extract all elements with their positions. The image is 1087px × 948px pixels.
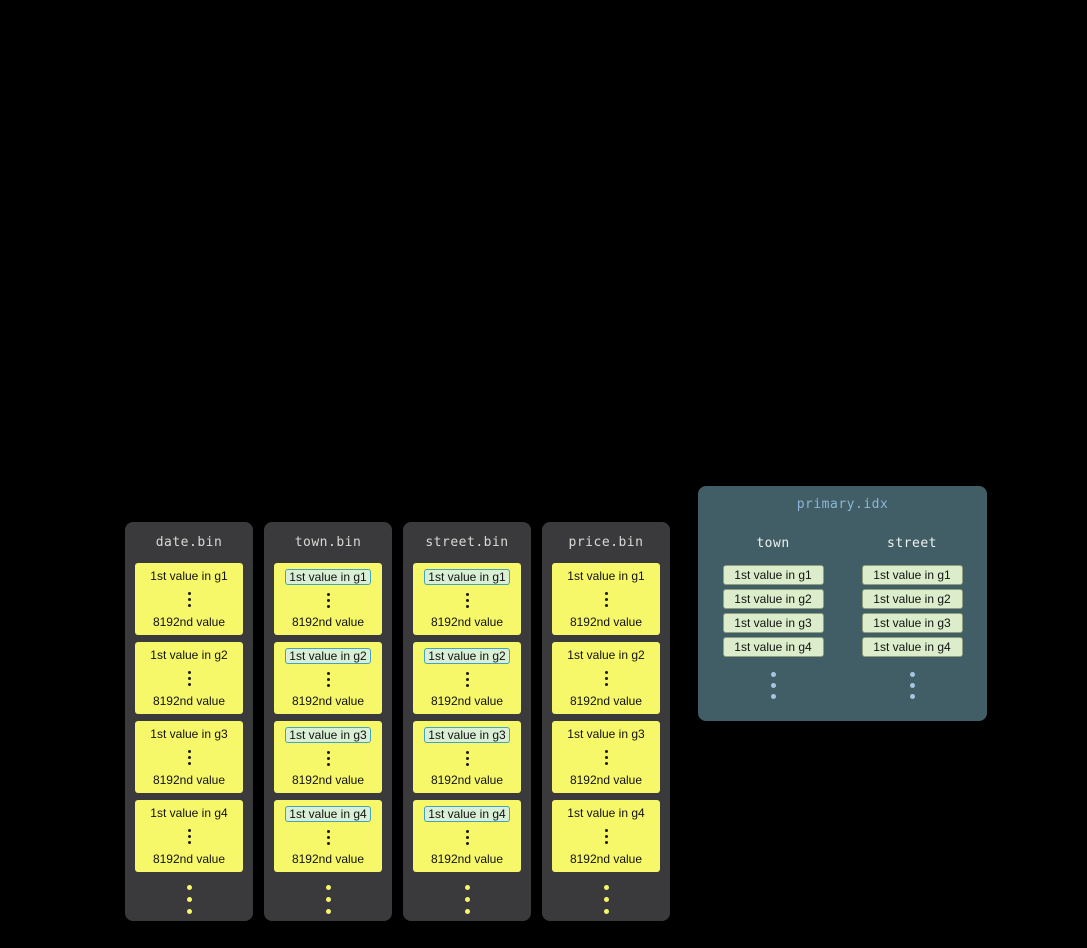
granule-block: 1st value in g1 8192nd value xyxy=(135,563,243,635)
granule-block: 1st value in g2 8192nd value xyxy=(413,642,521,714)
granule-first-value-highlighted: 1st value in g4 xyxy=(424,806,510,822)
index-column-street: street 1st value in g1 1st value in g2 1… xyxy=(861,535,963,699)
granule-ellipsis-icon xyxy=(604,828,608,844)
granule-block: 1st value in g3 8192nd value xyxy=(552,721,660,793)
granule-block: 1st value in g1 8192nd value xyxy=(552,563,660,635)
index-column-town: town 1st value in g1 1st value in g2 1st… xyxy=(722,535,824,699)
granule-first-value-highlighted: 1st value in g2 xyxy=(424,648,510,664)
granule-first-value-highlighted: 1st value in g3 xyxy=(424,727,510,743)
index-ellipsis-icon xyxy=(770,672,776,699)
granule-last-value: 8192nd value xyxy=(152,773,226,787)
granule-block: 1st value in g1 8192nd value xyxy=(413,563,521,635)
index-entry: 1st value in g4 xyxy=(722,637,824,657)
granule-ellipsis-icon xyxy=(604,749,608,765)
granule-last-value: 8192nd value xyxy=(291,852,365,866)
primary-index-title: primary.idx xyxy=(796,497,889,512)
granule-last-value: 8192nd value xyxy=(152,694,226,708)
granule-ellipsis-icon xyxy=(326,671,330,687)
index-columns: town 1st value in g1 1st value in g2 1st… xyxy=(698,535,987,699)
granule-ellipsis-icon xyxy=(326,750,330,766)
granule-first-value: 1st value in g3 xyxy=(567,727,645,741)
granule-first-value: 1st value in g1 xyxy=(567,569,645,583)
granule-ellipsis-icon xyxy=(604,591,608,607)
granule-block: 1st value in g4 8192nd value xyxy=(135,800,243,872)
index-entry: 1st value in g1 xyxy=(861,565,963,585)
granule-ellipsis-icon xyxy=(465,592,469,608)
granule-last-value: 8192nd value xyxy=(152,852,226,866)
granule-first-value-highlighted: 1st value in g4 xyxy=(285,806,371,822)
granule-block: 1st value in g4 8192nd value xyxy=(413,800,521,872)
bin-file-title: town.bin xyxy=(294,535,362,550)
granule-last-value: 8192nd value xyxy=(430,773,504,787)
granule-first-value-highlighted: 1st value in g2 xyxy=(285,648,371,664)
granule-block: 1st value in g3 8192nd value xyxy=(274,721,382,793)
granule-first-value-highlighted: 1st value in g1 xyxy=(285,569,371,585)
granule-block: 1st value in g4 8192nd value xyxy=(552,800,660,872)
index-ellipsis-icon xyxy=(909,672,915,699)
granule-last-value: 8192nd value xyxy=(291,773,365,787)
granule-last-value: 8192nd value xyxy=(569,852,643,866)
granule-last-value: 8192nd value xyxy=(430,852,504,866)
granule-block: 1st value in g2 8192nd value xyxy=(135,642,243,714)
granule-last-value: 8192nd value xyxy=(430,615,504,629)
column-ellipsis-icon xyxy=(325,885,331,914)
granule-first-value-highlighted: 1st value in g1 xyxy=(424,569,510,585)
bin-file-price: price.bin 1st value in g1 8192nd value 1… xyxy=(542,522,670,921)
index-column-header: town xyxy=(756,536,790,551)
granule-last-value: 8192nd value xyxy=(152,615,226,629)
granule-ellipsis-icon xyxy=(465,671,469,687)
granule-ellipsis-icon xyxy=(187,591,191,607)
column-ellipsis-icon xyxy=(603,885,609,914)
granule-last-value: 8192nd value xyxy=(291,615,365,629)
granule-block: 1st value in g2 8192nd value xyxy=(552,642,660,714)
granule-last-value: 8192nd value xyxy=(569,694,643,708)
granule-block: 1st value in g3 8192nd value xyxy=(413,721,521,793)
index-column-header: street xyxy=(887,536,937,551)
granule-block: 1st value in g4 8192nd value xyxy=(274,800,382,872)
granule-first-value: 1st value in g3 xyxy=(150,727,228,741)
granule-block: 1st value in g1 8192nd value xyxy=(274,563,382,635)
granule-last-value: 8192nd value xyxy=(569,773,643,787)
granule-block: 1st value in g2 8192nd value xyxy=(274,642,382,714)
bin-file-street: street.bin 1st value in g1 8192nd value … xyxy=(403,522,531,921)
primary-index-panel: primary.idx town 1st value in g1 1st val… xyxy=(698,486,987,721)
bin-file-title: date.bin xyxy=(155,535,223,550)
bin-file-title: price.bin xyxy=(568,535,644,550)
granule-last-value: 8192nd value xyxy=(569,615,643,629)
column-ellipsis-icon xyxy=(186,885,192,914)
granule-ellipsis-icon xyxy=(604,670,608,686)
index-entry: 1st value in g3 xyxy=(722,613,824,633)
granule-last-value: 8192nd value xyxy=(291,694,365,708)
granule-first-value: 1st value in g2 xyxy=(150,648,228,662)
granule-first-value: 1st value in g1 xyxy=(150,569,228,583)
granule-first-value: 1st value in g2 xyxy=(567,648,645,662)
granule-block: 1st value in g3 8192nd value xyxy=(135,721,243,793)
granule-last-value: 8192nd value xyxy=(430,694,504,708)
granule-ellipsis-icon xyxy=(187,670,191,686)
bin-file-date: date.bin 1st value in g1 8192nd value 1s… xyxy=(125,522,253,921)
granule-first-value: 1st value in g4 xyxy=(150,806,228,820)
granule-ellipsis-icon xyxy=(326,829,330,845)
index-entry: 1st value in g4 xyxy=(861,637,963,657)
bin-file-title: street.bin xyxy=(425,535,509,550)
index-entry: 1st value in g2 xyxy=(861,589,963,609)
column-ellipsis-icon xyxy=(464,885,470,914)
bin-file-town: town.bin 1st value in g1 8192nd value 1s… xyxy=(264,522,392,921)
granule-ellipsis-icon xyxy=(187,828,191,844)
granule-ellipsis-icon xyxy=(465,829,469,845)
granule-ellipsis-icon xyxy=(326,592,330,608)
granule-ellipsis-icon xyxy=(187,749,191,765)
index-entry: 1st value in g3 xyxy=(861,613,963,633)
index-entry: 1st value in g2 xyxy=(722,589,824,609)
granule-first-value-highlighted: 1st value in g3 xyxy=(285,727,371,743)
granule-first-value: 1st value in g4 xyxy=(567,806,645,820)
index-entry: 1st value in g1 xyxy=(722,565,824,585)
granule-ellipsis-icon xyxy=(465,750,469,766)
